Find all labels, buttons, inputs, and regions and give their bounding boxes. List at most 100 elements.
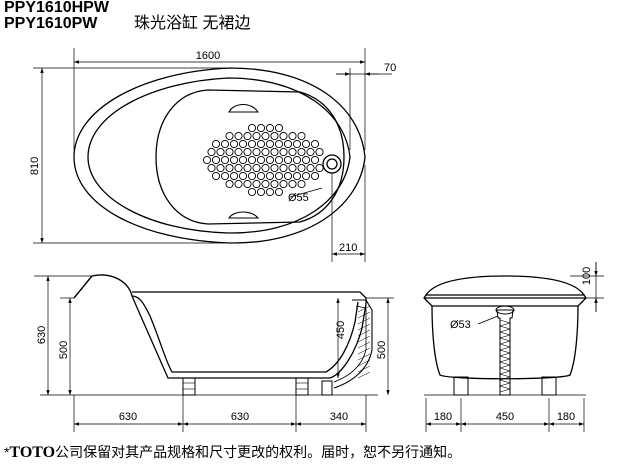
anti-slip-dot bbox=[270, 163, 279, 173]
anti-slip-dot bbox=[265, 123, 275, 133]
side-view bbox=[40, 274, 378, 396]
anti-slip-dot bbox=[283, 139, 293, 149]
anti-slip-dot bbox=[211, 139, 221, 149]
end-left-label: 180 bbox=[434, 411, 452, 423]
side-drain-pipe bbox=[333, 299, 373, 389]
anti-slip-dot bbox=[292, 171, 302, 181]
anti-slip-dot bbox=[211, 155, 221, 165]
end-view-dimensions bbox=[425, 262, 604, 432]
anti-slip-dot bbox=[306, 147, 315, 157]
anti-slip-dot bbox=[265, 139, 275, 149]
anti-slip-dot bbox=[310, 171, 320, 181]
side-drain-hatch bbox=[357, 305, 371, 379]
drain-diameter-label: Ø55 bbox=[288, 192, 309, 204]
anti-slip-dot bbox=[243, 179, 252, 189]
anti-slip-dot bbox=[225, 163, 234, 173]
anti-slip-dot bbox=[297, 147, 306, 157]
anti-slip-dot bbox=[220, 155, 230, 165]
anti-slip-dot bbox=[252, 163, 261, 173]
anti-slip-dot bbox=[220, 171, 230, 181]
side-view-outer-shell bbox=[73, 274, 367, 379]
side-drain-trap bbox=[321, 380, 333, 396]
anti-slip-dot bbox=[274, 187, 284, 197]
anti-slip-dot bbox=[288, 147, 297, 157]
anti-slip-dot bbox=[270, 179, 279, 189]
end-right-label: 180 bbox=[557, 411, 575, 423]
footer-notice-text: 公司保留对其产品规格和尺寸更改的权利。届时，恕不另行通知。 bbox=[55, 444, 462, 460]
anti-slip-dot bbox=[256, 187, 266, 197]
anti-slip-dot bbox=[301, 155, 311, 165]
anti-slip-dot bbox=[243, 147, 252, 157]
anti-slip-dot bbox=[288, 131, 297, 141]
anti-slip-dot bbox=[261, 131, 270, 141]
anti-slip-dot bbox=[265, 155, 275, 165]
headrest-top bbox=[228, 103, 259, 113]
anti-slip-dot bbox=[216, 163, 225, 173]
anti-slip-dot bbox=[283, 155, 293, 165]
end-view-rim bbox=[423, 294, 587, 307]
anti-slip-dot bbox=[247, 139, 257, 149]
anti-slip-dot bbox=[256, 171, 266, 181]
anti-slip-dot bbox=[279, 147, 288, 157]
side-view-inner-shell bbox=[131, 295, 359, 373]
anti-slip-dot bbox=[270, 131, 279, 141]
anti-slip-dot bbox=[292, 139, 302, 149]
end-drain-top bbox=[495, 305, 515, 315]
anti-slip-dot bbox=[234, 147, 243, 157]
anti-slip-dot bbox=[283, 171, 293, 181]
anti-slip-dot bbox=[261, 147, 270, 157]
side-leg-right bbox=[295, 377, 309, 396]
anti-slip-dot bbox=[256, 123, 266, 133]
anti-slip-dot bbox=[247, 123, 257, 133]
anti-slip-dot bbox=[274, 139, 284, 149]
anti-slip-dot bbox=[220, 139, 230, 149]
anti-slip-dot bbox=[234, 163, 243, 173]
anti-slip-dot bbox=[256, 155, 266, 165]
end-view bbox=[423, 275, 587, 396]
end-leg-right bbox=[541, 376, 557, 396]
anti-slip-dot bbox=[301, 139, 311, 149]
footer-asterisk: * bbox=[4, 444, 10, 460]
end-view-cap bbox=[424, 275, 586, 296]
anti-slip-dot bbox=[247, 187, 257, 197]
anti-slip-dot bbox=[216, 147, 225, 157]
anti-slip-dot bbox=[270, 147, 279, 157]
anti-slip-dot-pattern bbox=[202, 123, 324, 197]
anti-slip-dot bbox=[252, 147, 261, 157]
anti-slip-dot bbox=[238, 139, 248, 149]
anti-slip-dot bbox=[229, 139, 239, 149]
top-width-label: 810 bbox=[29, 157, 41, 175]
anti-slip-dot bbox=[310, 155, 320, 165]
side-inner-height-label: 500 bbox=[58, 341, 70, 359]
anti-slip-dot bbox=[252, 131, 261, 141]
anti-slip-dot bbox=[261, 179, 270, 189]
anti-slip-dot bbox=[297, 131, 306, 141]
drain-leader-line bbox=[289, 187, 323, 198]
anti-slip-dot bbox=[247, 171, 257, 181]
end-leg-left bbox=[453, 376, 469, 396]
anti-slip-dot bbox=[265, 171, 275, 181]
model-number-hpw: PPY1610HPW bbox=[4, 0, 109, 16]
top-rim-label: 70 bbox=[384, 62, 396, 74]
top-drain-outer bbox=[322, 154, 342, 174]
anti-slip-dot bbox=[225, 179, 234, 189]
end-mid-label: 450 bbox=[496, 411, 514, 423]
anti-slip-dot bbox=[229, 171, 239, 181]
anti-slip-dot bbox=[265, 187, 275, 197]
side-view-dimensions bbox=[34, 275, 394, 432]
side-seg-1-label: 630 bbox=[119, 411, 137, 423]
anti-slip-dot bbox=[243, 131, 252, 141]
anti-slip-dot bbox=[238, 155, 248, 165]
anti-slip-dot bbox=[279, 163, 288, 173]
anti-slip-dot bbox=[288, 179, 297, 189]
anti-slip-dot bbox=[274, 123, 284, 133]
side-headrest-edge bbox=[73, 275, 93, 299]
toto-brand-logo: TOTO bbox=[9, 444, 56, 461]
anti-slip-dot bbox=[274, 171, 284, 181]
top-length-label: 1600 bbox=[196, 50, 220, 62]
anti-slip-dot bbox=[306, 163, 315, 173]
product-description: 珠光浴缸 无裙边 bbox=[134, 15, 251, 32]
side-total-height-label: 630 bbox=[36, 326, 48, 344]
anti-slip-dot bbox=[292, 155, 302, 165]
